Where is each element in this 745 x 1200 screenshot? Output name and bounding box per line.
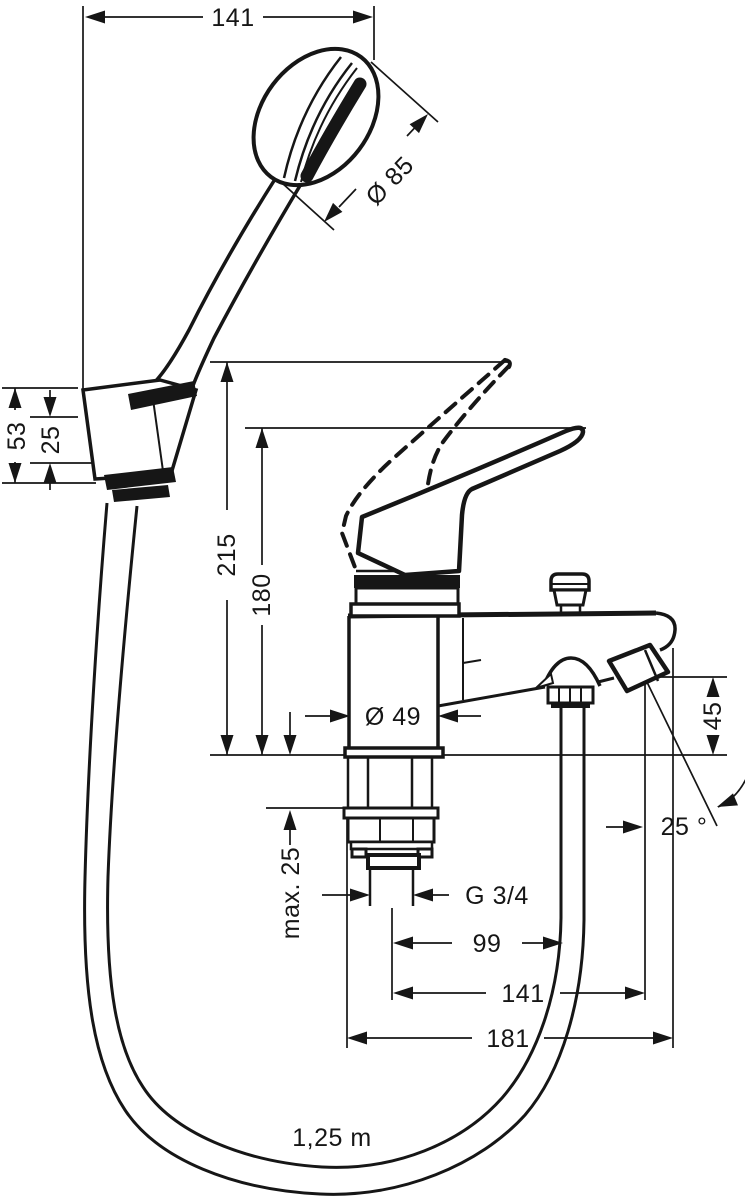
dim-label-body-diameter: Ø 49 (365, 703, 421, 731)
hose-inner-line (106, 505, 563, 1169)
hose-outlet-boss (541, 656, 602, 689)
dim-hand-shower-width: 141 (85, 4, 373, 32)
hand-shower (145, 46, 381, 392)
diverter-knob (549, 572, 591, 613)
dim-spout-outlet-height: 45 (699, 677, 727, 755)
dim-label-height-lever: 180 (248, 573, 276, 616)
dim-label-connection-thread: G 3/4 (465, 882, 529, 910)
dim-label-spout-outlet-height: 45 (699, 702, 727, 731)
dim-holder-cone: 25 (37, 390, 65, 490)
dim-holder-height: 53 (3, 388, 31, 483)
dim-center-to-spout-outlet: 141 (393, 980, 645, 1008)
clamping-nut (346, 816, 436, 844)
dim-max-deck-thickness: max. 25 (277, 712, 305, 939)
handle-grip-ring (128, 381, 197, 410)
dim-label-spout-angle: 25 ° (661, 813, 708, 841)
dim-overall-projection: 181 (347, 1025, 673, 1053)
dim-label-center-to-spout-outlet: 141 (501, 980, 544, 1008)
dimension-annotations: 141 Ø 85 53 25 215 (2, 4, 745, 1152)
hand-shower-handle (145, 175, 303, 392)
dim-label-hand-shower-width: 141 (211, 4, 254, 32)
mixer-lever-raised (339, 358, 512, 572)
dim-spout-angle: 25 ° (606, 793, 738, 841)
dim-center-to-hose-outlet: 99 (393, 930, 563, 958)
dim-label-overall-projection: 181 (486, 1025, 529, 1053)
dim-label-holder-height: 53 (3, 422, 31, 451)
spout-underside (437, 676, 615, 708)
mixer-base-plate (343, 746, 445, 759)
spray-face (300, 77, 367, 183)
shower-hose (83, 502, 586, 1196)
spout-aerator (606, 642, 671, 694)
hose-coupling-ring (104, 467, 176, 490)
dim-body-diameter: Ø 49 (305, 703, 481, 731)
mixer-body (343, 610, 677, 759)
extension-lines (2, 6, 745, 1048)
cartridge-cap (349, 569, 461, 618)
mounting-shank (342, 757, 440, 906)
mixer-lever (355, 425, 586, 578)
shower-holder (81, 378, 199, 502)
hand-shower-head (251, 46, 381, 188)
dim-height-lever: 180 (248, 428, 276, 755)
threaded-tailpiece (366, 853, 421, 870)
dim-connection-thread: G 3/4 (322, 882, 529, 910)
dim-label-holder-cone: 25 (37, 426, 65, 455)
hose-outer-line (83, 502, 586, 1196)
holder-cone (81, 378, 199, 481)
dim-height-raised-lever: 215 (213, 362, 241, 755)
dim-label-max-deck-thickness: max. 25 (277, 847, 305, 939)
dim-label-height-raised-lever: 215 (213, 533, 241, 576)
dim-label-spray-diameter: Ø 85 (360, 151, 419, 211)
bath-mixer (339, 358, 677, 906)
dim-label-hose-length: 1,25 m (292, 1124, 371, 1152)
dim-label-center-to-hose-outlet: 99 (473, 930, 502, 958)
